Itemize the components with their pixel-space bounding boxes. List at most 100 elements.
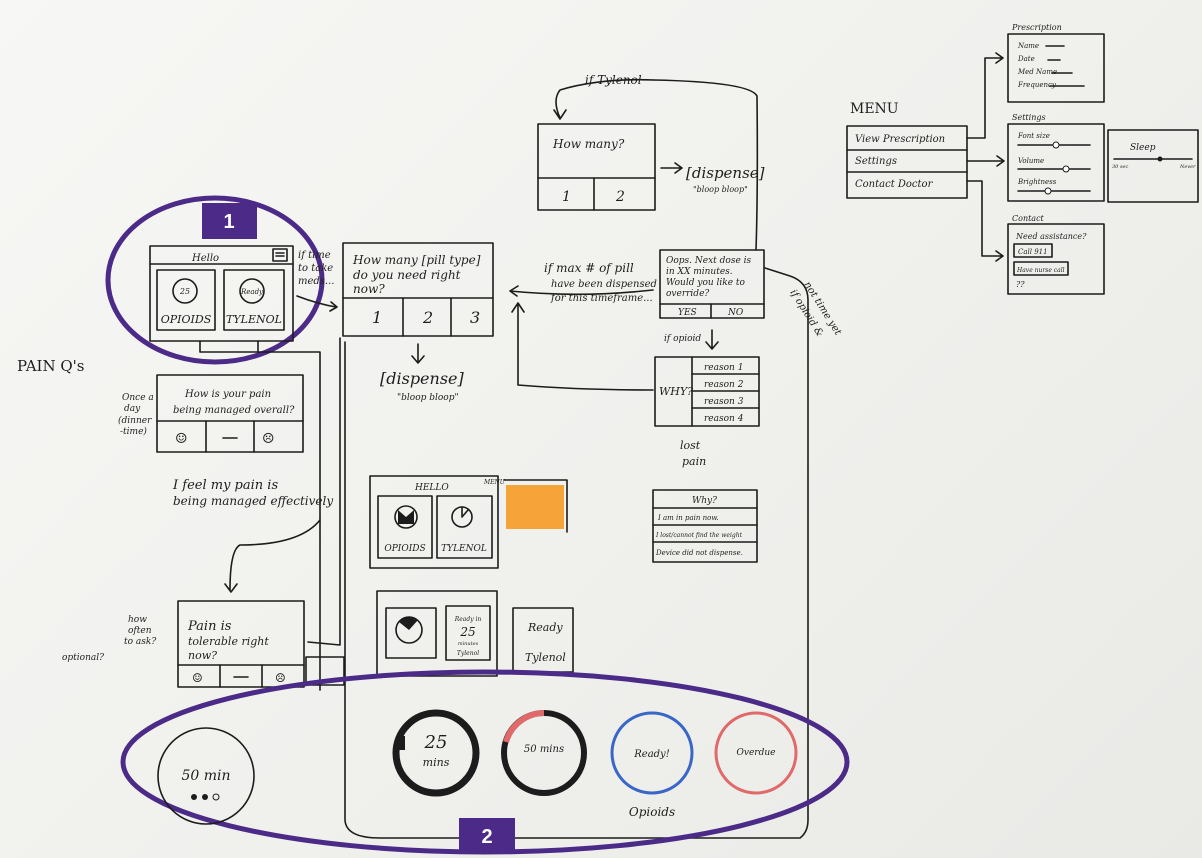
svg-text:"bloop bloop": "bloop bloop"	[397, 393, 459, 403]
svg-text:50 mins: 50 mins	[524, 744, 564, 755]
svg-text:tolerable right: tolerable right	[188, 635, 269, 648]
svg-text:-time): -time)	[120, 426, 147, 437]
svg-text:2: 2	[481, 826, 492, 848]
svg-text:lost: lost	[680, 439, 701, 452]
svg-text:How many?: How many?	[552, 137, 625, 151]
svg-text:if time: if time	[298, 250, 331, 261]
oops-screen: Oops. Next dose is in XX minutes. Would …	[659, 249, 844, 350]
svg-text:Tylenol: Tylenol	[525, 651, 566, 664]
svg-text:reason 1: reason 1	[704, 363, 743, 373]
why-list-screen: Why? I am in pain now. I lost/cannot fin…	[652, 489, 758, 563]
home-screen-sketch: Hello 25 Ready OPIOIDS TYLENOL	[149, 245, 321, 691]
svg-text:if max # of pill: if max # of pill	[544, 261, 634, 275]
ready-card: Ready in 25 minutes Tylenol Ready Tyleno…	[376, 590, 574, 677]
svg-text:day: day	[124, 404, 141, 414]
svg-text:reason 2: reason 2	[704, 380, 744, 390]
svg-text:Ready in: Ready in	[454, 616, 482, 623]
svg-text:HELLO: HELLO	[414, 483, 449, 493]
svg-text:Name: Name	[1017, 42, 1039, 50]
svg-text:Need assistance?: Need assistance?	[1015, 232, 1087, 241]
time-note: if time to take meds...	[298, 250, 334, 287]
pain-questions: PAIN Q's Once a day (dinner -time) How i…	[17, 337, 345, 688]
svg-text:for this timeframe...: for this timeframe...	[550, 293, 653, 304]
svg-text:"bloop bloop": "bloop bloop"	[693, 185, 748, 194]
svg-text:reason 3: reason 3	[704, 397, 744, 407]
svg-text:Pain is: Pain is	[187, 619, 232, 634]
tylenol-flow: if Tylenol How many? 1 2 [dispense] "blo…	[537, 73, 765, 251]
hello-screen-2: HELLO MENU OPIOIDS TYLENOL	[369, 475, 506, 569]
svg-text:1: 1	[223, 211, 234, 233]
menu-sketch: MENU View Prescription Settings Contact …	[846, 52, 1005, 262]
svg-text:1: 1	[372, 308, 382, 327]
timer-left: 50 min	[157, 727, 255, 825]
svg-text:[dispense]: [dispense]	[380, 369, 465, 388]
svg-text:Frequency: Frequency	[1017, 81, 1057, 89]
svg-text:Font size: Font size	[1017, 132, 1050, 140]
home-ring-caption: Ready	[240, 288, 264, 296]
sleep-panel: Sleep 30 sec Never	[1107, 129, 1199, 203]
svg-text:Oops. Next dose is: Oops. Next dose is	[666, 256, 752, 266]
svg-text:Once a: Once a	[122, 393, 154, 403]
svg-text:Ready!: Ready!	[633, 749, 669, 760]
svg-text:Settings: Settings	[1012, 113, 1046, 122]
home-tylenol-label: TYLENOL	[226, 313, 282, 326]
home-opioids-label: OPIOIDS	[161, 313, 212, 326]
svg-text:minutes: minutes	[458, 641, 479, 647]
svg-text:Would you like to: Would you like to	[666, 278, 746, 288]
max-pill-note: if max # of pill have been dispensed for…	[509, 261, 657, 304]
svg-text:meds...: meds...	[298, 276, 334, 287]
svg-text:Sleep: Sleep	[1130, 143, 1156, 153]
why-reasons-screen: WHY? reason 1 reason 2 reason 3 reason 4…	[511, 302, 760, 468]
svg-text:now?: now?	[188, 649, 217, 662]
svg-text:MENU: MENU	[850, 101, 899, 117]
svg-text:Opioids: Opioids	[629, 805, 675, 819]
svg-text:Settings: Settings	[855, 156, 897, 167]
svg-text:How many [pill type]: How many [pill type]	[352, 253, 481, 267]
svg-text:Med Name: Med Name	[1017, 68, 1057, 76]
svg-text:3: 3	[470, 308, 480, 327]
svg-text:??: ??	[1016, 280, 1025, 289]
svg-text:PAIN Q's: PAIN Q's	[17, 357, 85, 375]
svg-text:How is your pain: How is your pain	[184, 389, 271, 400]
badge-2: 2	[459, 818, 515, 854]
svg-text:Why?: Why?	[692, 496, 717, 506]
svg-text:I lost/cannot find the weight: I lost/cannot find the weight	[655, 532, 743, 539]
svg-text:Ready: Ready	[527, 621, 563, 634]
svg-text:Date: Date	[1017, 55, 1035, 63]
svg-text:(dinner: (dinner	[118, 415, 152, 426]
svg-text:if opioid: if opioid	[664, 334, 701, 344]
timer-overdue: Overdue	[714, 711, 798, 795]
svg-text:☺: ☺	[175, 431, 188, 447]
svg-text:☹: ☹	[262, 431, 275, 447]
svg-text:MENU: MENU	[483, 479, 506, 486]
svg-text:2: 2	[422, 308, 433, 327]
svg-text:do you need right: do you need right	[353, 268, 461, 282]
svg-text:Call 911: Call 911	[1018, 248, 1048, 256]
svg-text:being managed overall?: being managed overall?	[173, 405, 295, 416]
svg-text:YES: YES	[678, 308, 697, 318]
svg-text:View Prescription: View Prescription	[855, 134, 945, 145]
svg-text:now?: now?	[353, 282, 385, 296]
svg-text:WHY?: WHY?	[659, 385, 693, 398]
svg-text:Never: Never	[1179, 164, 1196, 170]
svg-text:optional?: optional?	[62, 653, 104, 663]
badge-1: 1	[202, 203, 257, 239]
svg-text:2: 2	[615, 189, 625, 205]
svg-text:☺: ☺	[192, 671, 203, 685]
sticky-note	[506, 485, 564, 529]
svg-text:25: 25	[459, 625, 475, 639]
svg-text:I feel my pain is: I feel my pain is	[172, 478, 278, 493]
svg-text:Have nurse call: Have nurse call	[1016, 267, 1065, 274]
svg-text:[dispense]: [dispense]	[686, 164, 765, 182]
svg-text:Contact Doctor: Contact Doctor	[855, 179, 934, 190]
svg-text:☹: ☹	[275, 671, 286, 685]
svg-text:Volume: Volume	[1018, 157, 1044, 165]
svg-text:Contact: Contact	[1012, 214, 1045, 223]
svg-text:to take: to take	[298, 263, 333, 274]
timer-25: 25 mins	[392, 709, 480, 797]
timer-ready: Ready! Opioids	[610, 711, 694, 819]
svg-text:pain: pain	[682, 455, 706, 468]
svg-text:in XX minutes.: in XX minutes.	[666, 267, 733, 277]
